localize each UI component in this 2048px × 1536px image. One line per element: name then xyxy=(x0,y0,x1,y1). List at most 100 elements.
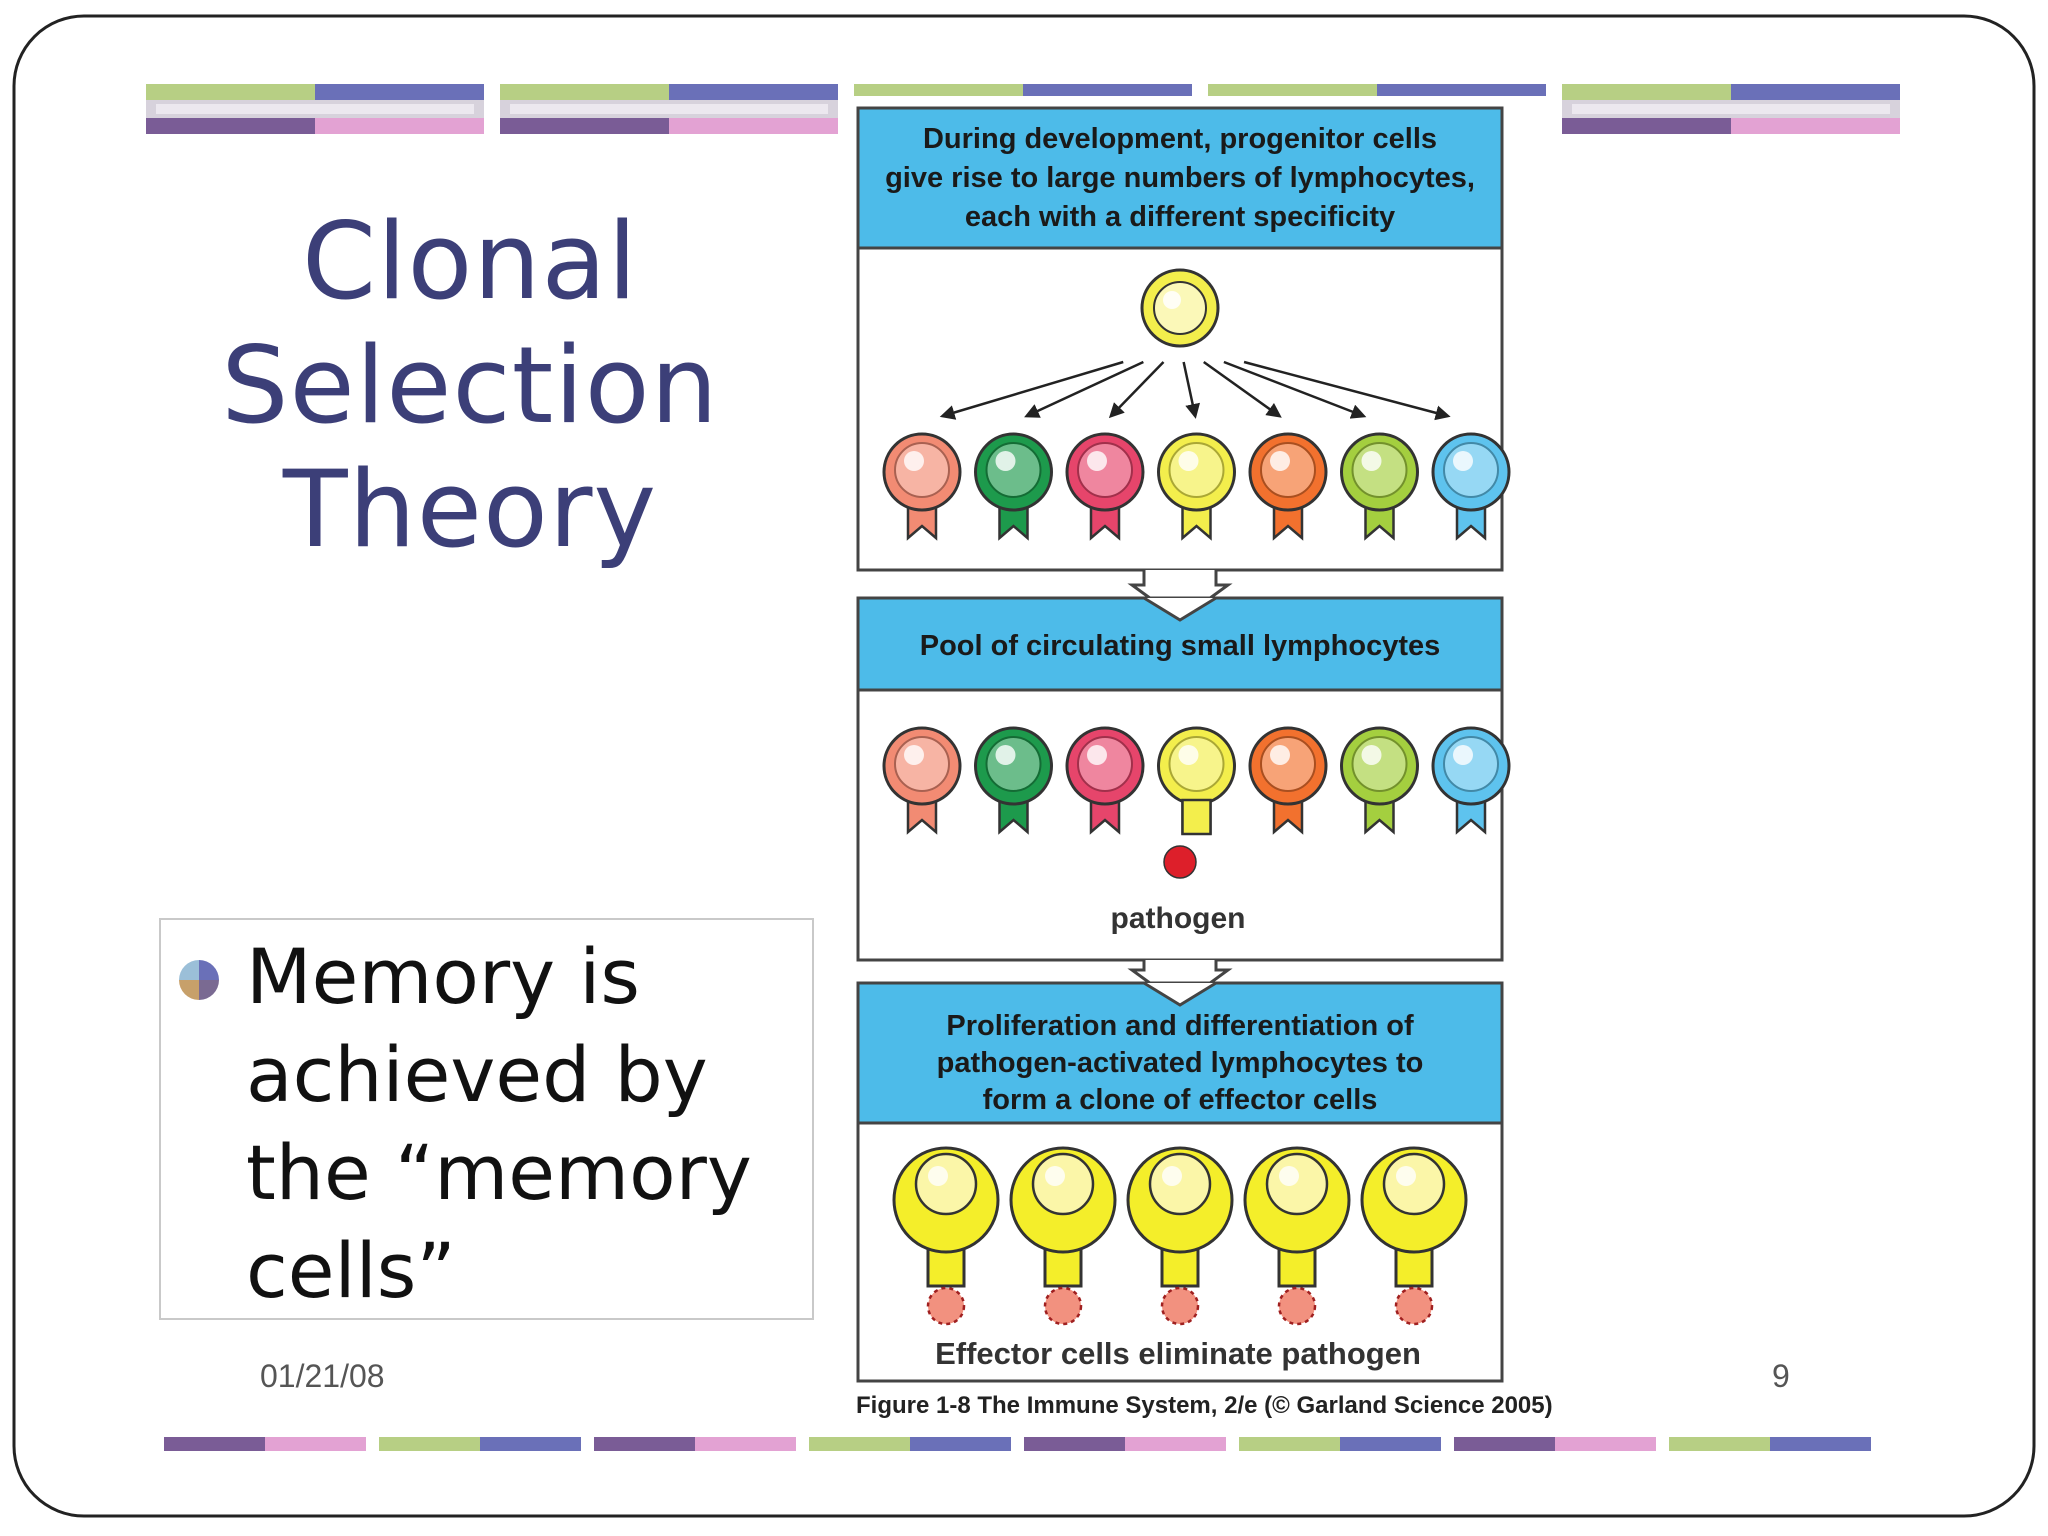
effector-highlight xyxy=(1279,1166,1299,1186)
top-decorative-bars xyxy=(146,84,1900,134)
bottom-decorative-bars xyxy=(164,1437,1871,1451)
title-line: Clonal xyxy=(302,200,638,323)
slide-title: Clonal Selection Theory xyxy=(170,200,770,572)
deco-bar xyxy=(265,1437,366,1451)
lymphocyte-highlight xyxy=(904,451,924,471)
deco-bar xyxy=(164,1437,265,1451)
deco-bar xyxy=(854,84,1023,96)
effector-cell xyxy=(1360,1146,1468,1326)
deco-bar xyxy=(1024,1437,1125,1451)
deco-bar xyxy=(1454,1437,1555,1451)
pathogen-label: pathogen xyxy=(1111,902,1246,935)
differentiation-arrow xyxy=(1182,361,1201,419)
lymphocyte-nucleus xyxy=(1168,442,1225,498)
stage1-header-line: each with a different specificity xyxy=(965,201,1395,233)
stage1-header-bg xyxy=(856,106,1504,250)
lymphocyte-nucleus xyxy=(1351,442,1408,498)
stage3-header-line: Proliferation and differentiation of xyxy=(946,1010,1414,1042)
lymphocyte-highlight xyxy=(1178,745,1199,765)
bullet-text: Memory is achieved by the “memory cells” xyxy=(246,928,806,1320)
eliminated-pathogen xyxy=(1043,1286,1083,1326)
progenitor-highlight xyxy=(1163,291,1181,309)
bullet-box xyxy=(159,918,814,1320)
differentiation-arrow xyxy=(1243,360,1451,421)
deco-bar xyxy=(1340,1437,1441,1451)
effector-highlight xyxy=(928,1166,948,1186)
deco-bar xyxy=(669,84,838,100)
pie-quadrant xyxy=(199,980,219,1000)
differentiation-arrow xyxy=(1024,360,1144,418)
deco-bar xyxy=(315,118,484,134)
lymphocyte-cell xyxy=(974,432,1053,541)
deco-bar xyxy=(1572,104,1890,114)
pathogen-dot xyxy=(1163,845,1197,879)
lymphocyte-nucleus xyxy=(894,736,950,792)
lymphocyte-cell xyxy=(1431,726,1511,835)
title-line: Theory xyxy=(282,448,658,571)
stage3-header-line: pathogen-activated lymphocytes to xyxy=(937,1047,1424,1079)
deco-bar xyxy=(480,1437,581,1451)
eliminated-pathogen xyxy=(1160,1286,1200,1326)
lymphocyte-cell xyxy=(1248,432,1328,541)
lymphocyte-nucleus xyxy=(1260,442,1316,498)
lymphocyte-nucleus xyxy=(1443,442,1499,498)
bullet-line: the “memory xyxy=(246,1128,752,1217)
effector-nucleus xyxy=(914,1152,978,1216)
lymphocyte-nucleus xyxy=(1077,442,1133,498)
deco-bar xyxy=(1562,118,1731,134)
lymphocyte-nucleus xyxy=(985,736,1042,792)
eliminated-pathogen xyxy=(926,1286,966,1326)
lymphocyte-highlight xyxy=(1270,451,1290,471)
quadrant-pie-icon xyxy=(179,960,219,1000)
deco-bar xyxy=(1669,1437,1770,1451)
deco-bar xyxy=(1239,1437,1340,1451)
deco-bar xyxy=(146,84,315,100)
lymphocyte-cell xyxy=(1065,726,1145,835)
lymphocyte-nucleus xyxy=(1260,736,1316,792)
deco-bar xyxy=(1023,84,1192,96)
lymphocyte-cell xyxy=(882,432,962,541)
stage3-header-line: form a clone of effector cells xyxy=(983,1084,1378,1116)
eliminated-pathogen xyxy=(1394,1286,1434,1326)
differentiation-arrow xyxy=(1223,360,1367,419)
stage3-footer: Effector cells eliminate pathogen xyxy=(935,1336,1421,1371)
lymphocyte-nucleus xyxy=(894,442,950,498)
effector-nucleus xyxy=(1265,1152,1329,1216)
effector-nucleus xyxy=(1382,1152,1446,1216)
effector-cell xyxy=(1009,1146,1117,1326)
pie-quadrant xyxy=(179,980,199,1000)
bullet-line: Memory is xyxy=(246,932,640,1021)
pie-quadrant xyxy=(179,960,199,980)
lymphocyte-cell xyxy=(1065,432,1145,541)
lymphocyte-highlight xyxy=(1087,451,1107,471)
lymphocyte-nucleus xyxy=(1168,736,1225,792)
lymphocyte-highlight xyxy=(904,745,924,765)
bullet-line: cells” xyxy=(246,1226,456,1315)
progenitor-nucleus xyxy=(1153,281,1207,335)
deco-bar xyxy=(809,1437,910,1451)
lymphocyte-cell xyxy=(1157,432,1236,541)
lymphocyte-row-stage2 xyxy=(882,726,1511,836)
slide-page-number: 9 xyxy=(1772,1358,1790,1394)
deco-bar xyxy=(1731,84,1900,100)
lymphocyte-cell xyxy=(1340,432,1419,541)
deco-bar xyxy=(500,84,669,100)
effector-highlight xyxy=(1045,1166,1065,1186)
lymphocyte-cell xyxy=(974,726,1053,835)
stage2-header: Pool of circulating small lymphocytes xyxy=(920,630,1441,662)
deco-bar xyxy=(669,118,838,134)
title-line: Selection xyxy=(221,324,719,447)
deco-bar xyxy=(1125,1437,1226,1451)
stage1-header-line: During development, progenitor cells xyxy=(923,123,1437,155)
deco-bar xyxy=(594,1437,695,1451)
deco-bar xyxy=(1377,84,1546,96)
effector-cell xyxy=(1243,1146,1351,1326)
lymphocyte-cell xyxy=(882,726,962,835)
lymphocyte-highlight xyxy=(1087,745,1107,765)
lymphocyte-cell xyxy=(1248,726,1328,835)
lymphocyte-highlight xyxy=(1178,451,1199,471)
activated-receptor xyxy=(1181,798,1212,836)
lymphocyte-cell xyxy=(1340,726,1419,835)
effector-cell xyxy=(892,1146,1000,1326)
